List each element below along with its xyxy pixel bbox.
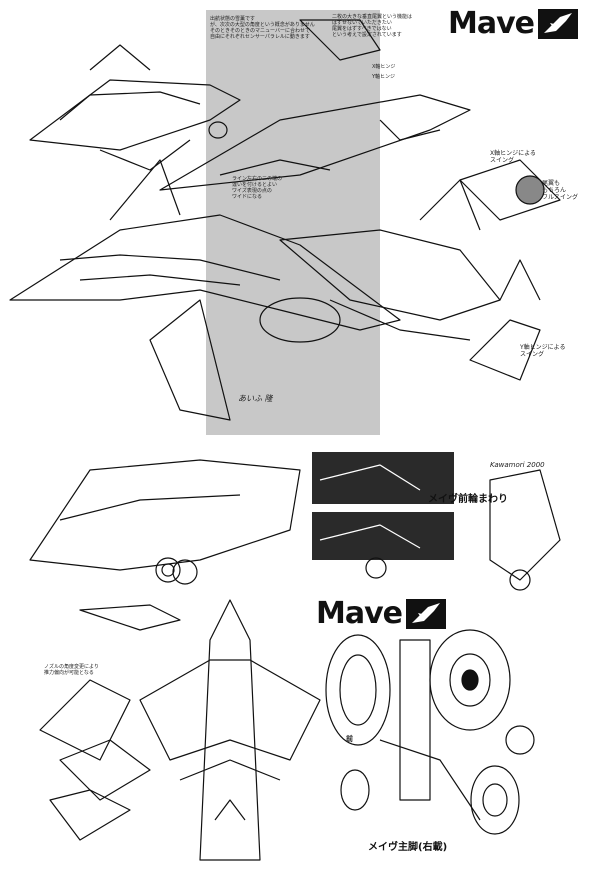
aircraft-emblem-icon [406, 598, 446, 629]
logo-text: Mave [316, 596, 403, 631]
mave-logo-bottom: Mave [316, 596, 446, 631]
caption-swing-y: Y軸ヒンジによる スイング [520, 344, 566, 358]
note-hinge-x: X軸ヒンジ [372, 64, 396, 70]
caption-nose-gear: メイヴ前輪まわり [428, 494, 508, 505]
note-top-left: 出航状態の雪薫です が、次次の大型の角度という概念がありません そのときそのとき… [210, 16, 315, 40]
gray-background-panel [206, 10, 380, 435]
note-bottom-left: ノズルの角度変更により 推力偏向が可能となる [44, 664, 99, 676]
mave-logo-top: Mave [448, 6, 578, 41]
nose-gear-dark-panel-1 [312, 452, 454, 504]
aircraft-emblem-icon [538, 8, 578, 39]
caption-front: 前 [346, 735, 353, 743]
caption-wing-swing: 尾翼も もちろん フルスイング [542, 180, 579, 201]
signature-kawamori: Kawamori 2000 [490, 461, 545, 469]
caption-main-gear: メイヴ主脚(右載) [368, 842, 448, 853]
note-hinge-y: Y軸ヒンジ [372, 74, 396, 80]
signature-main: あいふ 隆 [238, 394, 273, 403]
caption-swing-x: X軸ヒンジによる スイング [490, 150, 536, 164]
note-center: ライン左右の二の端の 違いを付けるとよい ワイズ表現の点の ワイドになる [232, 176, 283, 200]
logo-text: Mave [448, 6, 535, 41]
note-top-center: 二枚の大きな垂直尾翼という機能は はずせないでいただきたい 尾翼をはずすべきでは… [332, 14, 413, 38]
